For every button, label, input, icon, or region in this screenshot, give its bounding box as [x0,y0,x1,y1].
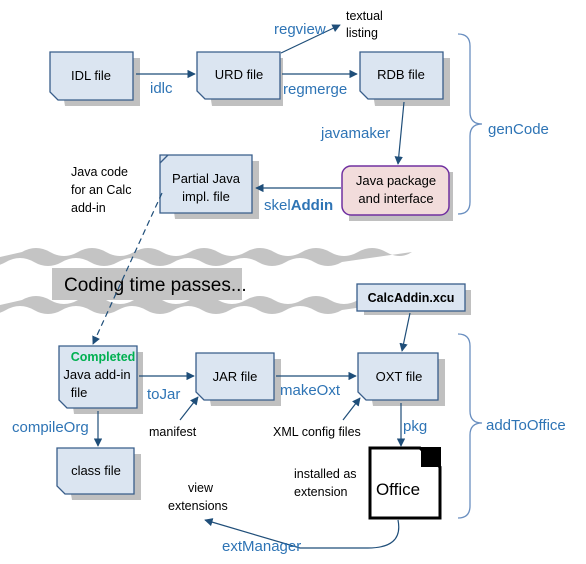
note-textual-2: listing [346,26,378,40]
tool-tojar: toJar [147,386,180,403]
completed-java-box: Completed Java add-in file [58,345,143,414]
arrow-xmlconfig-oxt [342,397,361,421]
arrow-calcaddin-oxt [399,312,411,352]
completed-badge: Completed [71,350,136,364]
jar-file-label: JAR file [213,369,258,384]
tool-extmanager: extManager [222,538,301,555]
partial-java-label-2: impl. file [182,189,230,204]
tool-compileorg: compileOrg [12,419,89,436]
class-file-label: class file [71,463,121,478]
tool-idlc: idlc [150,80,173,97]
note-view-1: view [188,481,214,495]
note-javacode-3: add-in [71,201,106,215]
tool-javamaker: javamaker [320,125,390,142]
calcaddin-xcu-box: CalcAddin.xcu [356,283,471,315]
idl-file-box: IDL file [49,51,140,106]
note-javacode-2: for an Calc [71,183,131,197]
partial-java-box: Partial Java impl. file [159,154,259,219]
completed-java-label-1: Java add-in [63,367,130,382]
note-installed-1: installed as [294,467,357,481]
tool-regmerge: regmerge [283,81,347,98]
calcaddin-xcu-label: CalcAddin.xcu [368,291,455,305]
arrow-manifest-jar [179,396,199,421]
group-addtooffice: addToOffice [486,417,566,434]
addtooffice-brace [457,333,483,519]
banner-text: Coding time passes... [64,275,247,296]
oxt-file-label: OXT file [376,369,423,384]
coding-time-banner: Coding time passes... [0,248,412,314]
note-view-2: extensions [168,499,228,513]
urd-file-box: URD file [196,51,283,106]
arrow-urd-regview [280,24,341,54]
tool-regview: regview [274,21,326,38]
rdb-file-box: RDB file [359,51,450,106]
arrow-office-view [204,518,400,549]
idl-file-label: IDL file [71,68,111,83]
office-label: Office [376,480,420,499]
java-package-box: Java package and interface [341,165,453,221]
arrow-partial-completed [92,192,163,345]
note-textual-1: textual [346,9,383,23]
tool-makeoxt: makeOxt [280,382,341,399]
class-file-box: class file [56,447,141,500]
jar-file-box: JAR file [195,352,281,406]
note-xmlconfig: XML config files [273,425,361,439]
oxt-file-box: OXT file [357,352,445,406]
office-document-icon: Office [368,446,442,520]
group-gencode: genCode [488,121,549,138]
tool-skel: skel [264,197,291,214]
rdb-file-label: RDB file [377,67,425,82]
tool-pkg: pkg [403,418,427,435]
urd-file-label: URD file [215,67,263,82]
gencode-brace [457,33,483,215]
java-package-label-2: and interface [358,191,433,206]
note-installed-2: extension [294,485,348,499]
note-manifest: manifest [149,425,197,439]
tool-skel-bold: Addin [291,197,334,214]
java-package-label-1: Java package [356,173,436,188]
partial-java-label-1: Partial Java [172,171,241,186]
note-javacode-1: Java code [71,165,128,179]
arrow-rdb-javapkg [394,101,405,165]
tool-skeladdin: skelAddin [264,197,333,214]
completed-java-label-2: file [71,385,88,400]
